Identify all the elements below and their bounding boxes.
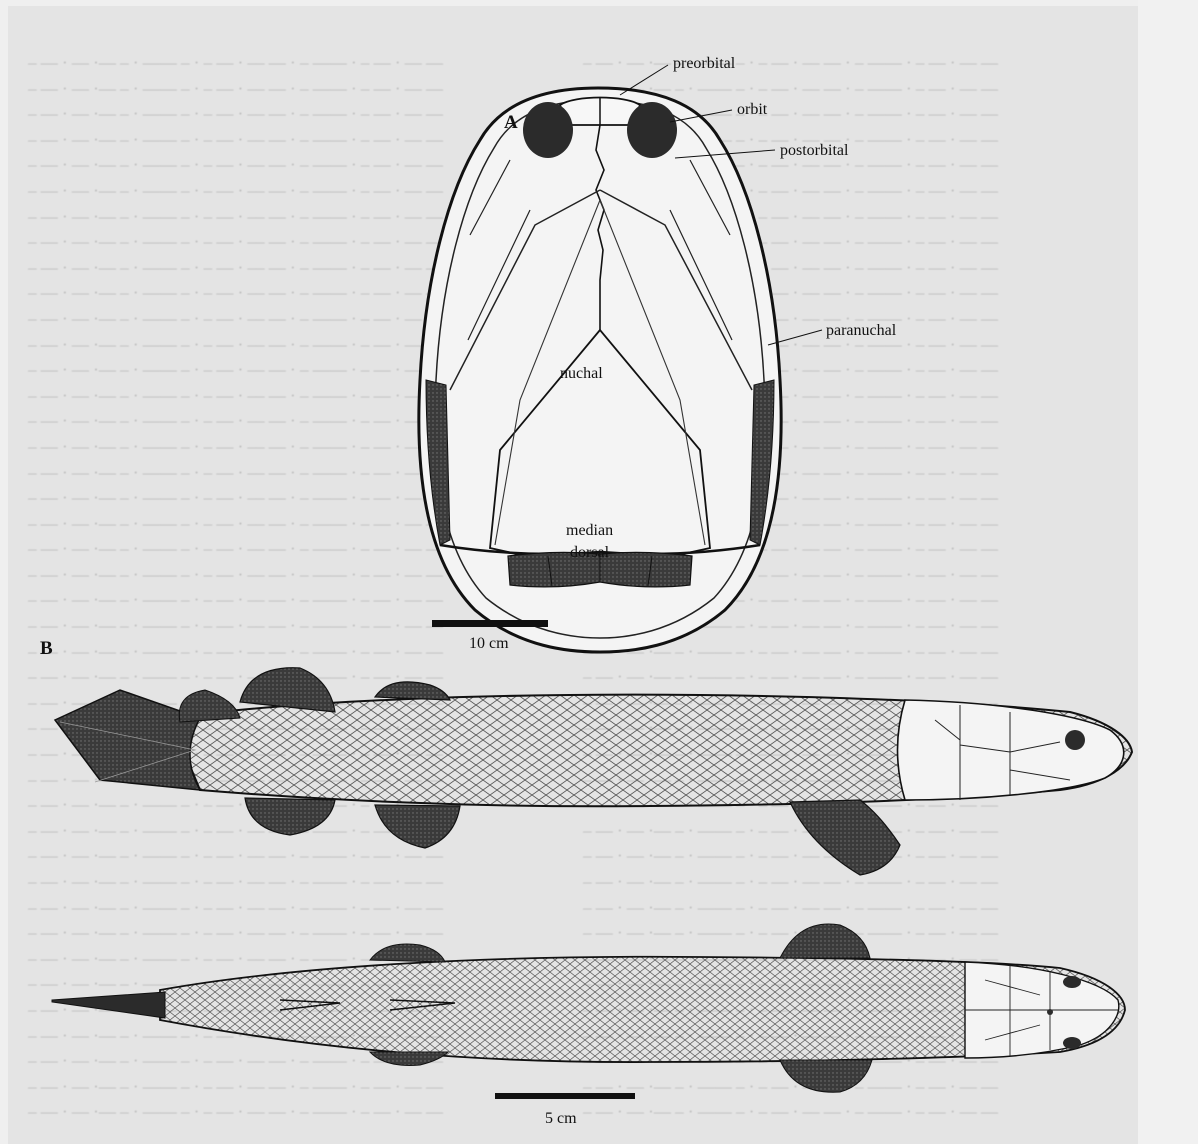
- panel-a: A preorbital orbit postorbital paranucha…: [419, 55, 897, 652]
- label-paranuchal: paranuchal: [826, 322, 897, 339]
- fish-dorsal-eye-right: [1063, 1037, 1081, 1049]
- fish-lateral-pelvic-fin: [245, 798, 335, 835]
- panel-a-letter: A: [504, 112, 518, 133]
- fish-lateral-tail: [55, 690, 200, 790]
- fish-lateral-dorsal-fin-2: [375, 682, 450, 700]
- scale-bar-b-label: 5 cm: [545, 1110, 577, 1127]
- fish-dorsal-fin-bottom-1: [370, 1052, 448, 1065]
- label-preorbital: preorbital: [673, 55, 736, 72]
- orbit-left: [523, 102, 573, 158]
- label-nuchal: nuchal: [560, 365, 603, 382]
- fish-dorsal-tail: [52, 992, 165, 1018]
- fish-lateral-dorsal-fin-1: [240, 668, 335, 712]
- panel-b: B 5 cm: [40, 638, 1132, 1127]
- label-postorbital: postorbital: [780, 142, 849, 159]
- panel-b-letter: B: [40, 638, 53, 659]
- fish-dorsal-fin-top-2: [780, 924, 870, 958]
- scale-bar-a: [432, 620, 548, 627]
- fish-lateral-pectoral-fin: [790, 800, 900, 875]
- fish-dorsal-fin-top-1: [370, 944, 445, 962]
- fish-lateral-eye: [1065, 730, 1085, 750]
- scale-bar-b: [495, 1093, 635, 1099]
- fish-lateral-dorsal-fin-3: [179, 690, 240, 722]
- label-median: median: [566, 522, 613, 539]
- scale-bar-a-label: 10 cm: [469, 635, 509, 652]
- fish-lateral-anal-fin: [375, 805, 460, 848]
- orbit-right: [627, 102, 677, 158]
- label-dorsal: dorsal: [570, 544, 610, 561]
- fish-dorsal-eye-left: [1063, 976, 1081, 988]
- fish-dorsal-fin-bottom-2: [780, 1060, 872, 1092]
- label-orbit: orbit: [737, 101, 768, 118]
